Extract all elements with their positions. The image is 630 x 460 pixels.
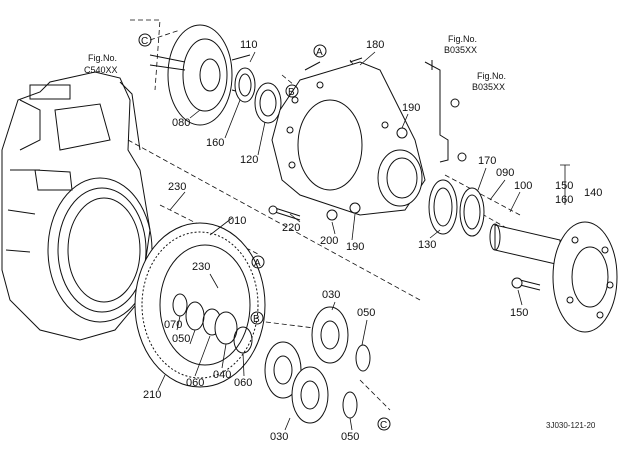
part-label-200: 200: [320, 235, 338, 247]
part-label-050-left: 050: [172, 333, 190, 345]
part-label-170: 170: [478, 155, 496, 167]
callout-c-bottom: C: [377, 417, 391, 431]
part-label-010: 010: [228, 215, 246, 227]
part-label-150: 150: [555, 180, 573, 192]
part-label-190-lower: 190: [346, 241, 364, 253]
leader-lines: [157, 51, 523, 431]
part-label-220: 220: [282, 222, 300, 234]
svg-text:C540XX: C540XX: [84, 65, 118, 75]
svg-text:B035XX: B035XX: [444, 45, 477, 55]
part-label-040: 040: [213, 369, 231, 381]
housing-180-drawing: [271, 57, 426, 216]
part-label-120: 120: [240, 154, 258, 166]
svg-text:B: B: [288, 87, 295, 98]
part-label-050: 050: [357, 307, 375, 319]
svg-text:C: C: [380, 420, 387, 431]
callout-b-top: B: [285, 84, 299, 98]
part-label-160-right: 160: [555, 194, 573, 206]
part-label-110: 110: [240, 39, 258, 51]
seal-120-drawing: [254, 82, 282, 124]
part-label-160: 160: [206, 137, 224, 149]
svg-text:A: A: [254, 258, 261, 269]
part-label-210: 210: [143, 389, 161, 401]
svg-text:B035XX: B035XX: [472, 82, 505, 92]
callout-a-top: A: [313, 44, 327, 58]
part-label-230: 230: [168, 181, 186, 193]
seal-170-drawing: [459, 187, 485, 237]
svg-text:Fig.No.: Fig.No.: [448, 34, 477, 44]
figure-code: 3J030-121-20: [546, 421, 596, 430]
rings-drawing: [172, 293, 371, 419]
part-label-050-lower: 050: [341, 431, 359, 443]
axle-hub-drawing: [489, 221, 618, 333]
part-label-180: 180: [366, 39, 384, 51]
part-label-090: 090: [496, 167, 514, 179]
part-label-070: 070: [164, 319, 182, 331]
part-label-190: 190: [402, 102, 420, 114]
svg-text:Fig.No.: Fig.No.: [477, 71, 506, 81]
seal-160-drawing: [234, 67, 256, 103]
bracket-drawing: [424, 60, 467, 163]
svg-text:A: A: [316, 47, 323, 58]
figure-ref-b035-top: Fig.No. B035XX: [444, 34, 477, 55]
part-labels: 110 180 080 160 120 190 170 090 100 150 …: [143, 39, 602, 443]
part-label-140: 140: [584, 187, 602, 199]
callout-a-mid: A: [251, 255, 265, 269]
svg-text:Fig.No.: Fig.No.: [88, 53, 117, 63]
planet-gears-drawing: [264, 306, 349, 424]
transmission-case-drawing: [1, 71, 153, 341]
figure-ref-c540: Fig.No. C540XX: [84, 53, 118, 75]
part-label-080: 080: [172, 117, 190, 129]
callout-c-top: C: [138, 33, 152, 47]
bearing-130-drawing: [428, 179, 458, 235]
part-label-060: 060: [186, 377, 204, 389]
svg-text:C: C: [141, 36, 148, 47]
bolts-drawing: [268, 127, 408, 221]
part-label-030-lower: 030: [270, 431, 288, 443]
part-label-060-right: 060: [234, 377, 252, 389]
part-label-150-lower: 150: [510, 307, 528, 319]
part-label-030: 030: [322, 289, 340, 301]
part-label-100: 100: [514, 180, 532, 192]
figure-ref-b035-right: Fig.No. B035XX: [472, 71, 506, 92]
part-label-230-lower: 230: [192, 261, 210, 273]
part-label-130: 130: [418, 239, 436, 251]
svg-text:B: B: [253, 314, 260, 325]
callout-b-mid: B: [250, 311, 264, 325]
